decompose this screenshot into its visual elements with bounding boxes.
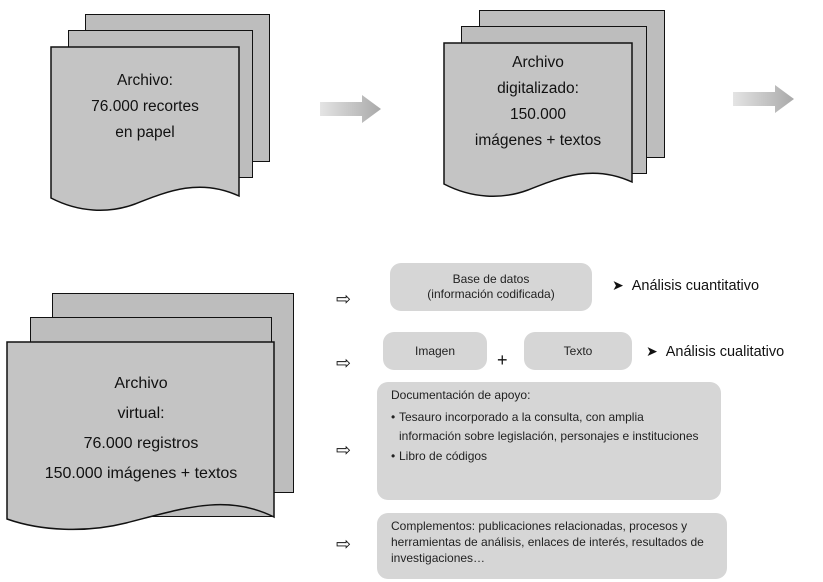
text-box: Texto [524,332,632,370]
database-box-title: Base de datos [452,272,530,286]
digital-line-3: 150.000 [509,106,567,123]
digital-sheet-front [443,42,633,197]
virtual-line-4: 150.000 imágenes + textos [44,465,238,482]
virtual-line-3: 76.000 registros [83,435,199,452]
paper-archive-label: Archivo: 76.000 recortes en papel [50,68,240,146]
quantitative-analysis: ➤ Análisis cuantitativo [612,277,759,294]
triangle-arrow-icon: ➤ [612,277,624,293]
qualitative-analysis: ➤ Análisis cualitativo [646,343,784,360]
quantitative-analysis-label: Análisis cuantitativo [631,278,760,294]
flow-arrow-1 [320,95,381,123]
double-arrow-icon: ⇨ [336,440,352,460]
complements-box: Complementos: publicaciones relacionadas… [377,513,727,579]
support-documentation-box: Documentación de apoyo: Tesauro incorpor… [377,382,721,500]
virtual-sheet-front [6,341,275,531]
paper-line-1: Archivo: [117,72,173,89]
database-box-subtitle: (información codificada) [427,287,555,301]
triangle-arrow-icon: ➤ [646,343,658,359]
image-box-label: Imagen [414,343,456,358]
digital-line-4: imágenes + textos [474,132,602,149]
image-box: Imagen [383,332,487,370]
digital-archive-stack: Archivo digitalizado: 150.000 imágenes +… [443,10,668,210]
paper-sheet-front [50,46,240,211]
digital-line-1: Archivo [512,54,564,71]
flow-arrow-2 [733,85,794,113]
paper-line-3: en papel [115,124,175,141]
virtual-line-1: Archivo [114,375,168,392]
plus-sign: + [497,350,508,370]
double-arrow-icon: ⇨ [336,534,352,554]
paper-line-2: 76.000 recortes [91,98,199,115]
double-arrow-icon: ⇨ [336,289,352,309]
complements-text: Complementos: publicaciones relacionadas… [391,519,704,565]
text-box-label: Texto [563,343,593,358]
support-documentation-title: Documentación de apoyo: [391,388,531,402]
list-item: Tesauro incorporado a la consulta, con a… [391,408,709,446]
double-arrow-icon: ⇨ [336,353,352,373]
qualitative-analysis-label: Análisis cualitativo [665,344,785,360]
virtual-line-2: virtual: [117,405,165,422]
paper-archive-stack: Archivo: 76.000 recortes en papel [50,14,275,214]
list-item: Libro de códigos [391,449,709,464]
virtual-archive-label: Archivo virtual: 76.000 registros 150.00… [6,369,276,489]
digital-archive-label: Archivo digitalizado: 150.000 imágenes +… [443,50,633,154]
database-box: Base de datos (información codificada) [390,263,592,311]
virtual-archive-stack: Archivo virtual: 76.000 registros 150.00… [6,293,306,538]
support-documentation-list: Tesauro incorporado a la consulta, con a… [391,408,709,464]
digital-line-2: digitalizado: [497,80,579,97]
